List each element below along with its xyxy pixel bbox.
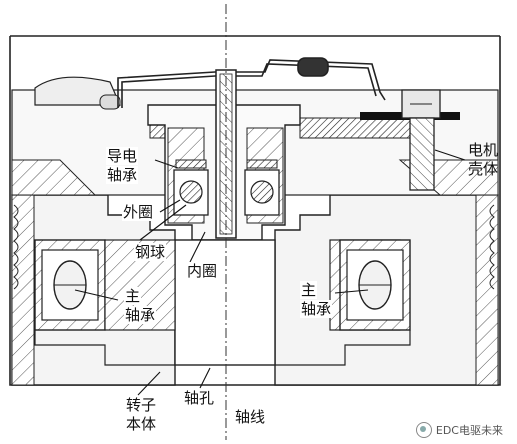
label-motor-housing-2: 壳体 [468, 160, 499, 178]
label-main-bearing-left-1: 主 [124, 287, 142, 305]
label-main-bearing-left-2: 轴承 [124, 306, 157, 324]
housing-bolt [401, 89, 441, 191]
watermark-text: EDC电驱未来 [435, 424, 503, 437]
lower-profile [34, 330, 411, 366]
label-outer-ring: 外圈 [122, 203, 155, 221]
label-rotor-body-1: 转子 [126, 396, 157, 414]
conductive-bearing [173, 159, 280, 216]
label-axis-line: 轴线 [235, 408, 266, 426]
label-rotor-body-2: 本体 [126, 415, 157, 433]
label-main-bearing-right-2: 轴承 [300, 300, 333, 318]
label-conductive-bearing-1: 导电 [106, 147, 139, 165]
label-main-bearing-right-1: 主 [300, 281, 318, 299]
wechat-logo-icon [415, 422, 432, 438]
label-conductive-bearing-2: 轴承 [106, 166, 139, 184]
leader-lines [74, 149, 466, 396]
label-shaft-hole: 轴孔 [184, 389, 215, 407]
label-inner-ring: 内圈 [186, 262, 219, 280]
shaft-hole [174, 239, 276, 366]
label-motor-housing-1: 电机 [468, 141, 499, 159]
frame [9, 35, 501, 386]
main-bearing-right [329, 239, 411, 331]
spring-clip [117, 57, 386, 108]
label-steel-ball: 钢球 [134, 243, 167, 261]
watermark: EDC电驱未来 [415, 422, 503, 438]
